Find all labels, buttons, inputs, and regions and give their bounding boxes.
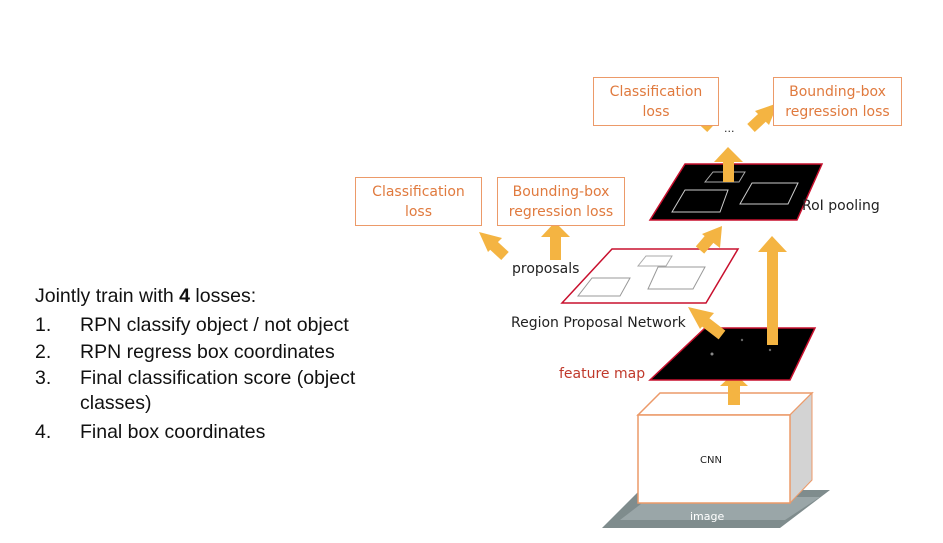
- arrow-to-top-bbox: [747, 103, 778, 133]
- cnn-label: CNN: [700, 455, 722, 466]
- roi-pooling-plate: [648, 163, 824, 221]
- proposals-plate: [560, 248, 740, 304]
- roi-box: [703, 171, 746, 183]
- arrow-roi-up: [714, 147, 743, 182]
- loss-list: Jointly train with 4 losses: 1.RPN class…: [35, 285, 410, 446]
- arrow-proposals-to-rpn-cls: [479, 232, 509, 261]
- roi-pooling-label: RoI pooling: [802, 198, 880, 214]
- rpn-label: Region Proposal Network: [511, 315, 686, 331]
- roi-box: [739, 182, 799, 205]
- loss-count: 4: [179, 285, 190, 307]
- proposals-label: proposals: [512, 261, 580, 277]
- feature-map-label: feature map: [559, 366, 646, 382]
- list-item: 3.Final classification score (object cla…: [35, 367, 356, 414]
- top-bbox-regression-loss-box: Bounding-box regression loss: [773, 77, 902, 126]
- list-item: 1.RPN classify object / not object: [35, 314, 349, 336]
- roi-box: [671, 189, 729, 213]
- arrow-proposals-to-rpn-bbox: [541, 222, 570, 260]
- cnn-cube: [636, 391, 814, 505]
- arrow-feature-map-to-roi: [758, 236, 787, 345]
- feature-map: [648, 327, 817, 381]
- arrow-feature-map-to-rpn: [688, 307, 726, 340]
- proposal-box: [636, 255, 673, 267]
- loss-items: 1.RPN classify object / not object 2.RPN…: [35, 312, 410, 445]
- loss-list-heading: Jointly train with 4 losses:: [35, 285, 257, 307]
- image-label: image: [690, 510, 725, 523]
- proposal-box: [647, 266, 706, 290]
- rpn-classification-loss-box: Classification loss: [355, 177, 482, 226]
- rpn-bbox-regression-loss-box: Bounding-box regression loss: [497, 177, 625, 226]
- list-item: 4.Final box coordinates: [35, 421, 266, 443]
- list-item: 2.RPN regress box coordinates: [35, 341, 335, 363]
- ellipsis-label: ...: [724, 122, 735, 135]
- proposal-box: [576, 277, 631, 297]
- arrow-proposals-to-roi: [695, 226, 722, 254]
- top-classification-loss-box: Classification loss: [593, 77, 719, 126]
